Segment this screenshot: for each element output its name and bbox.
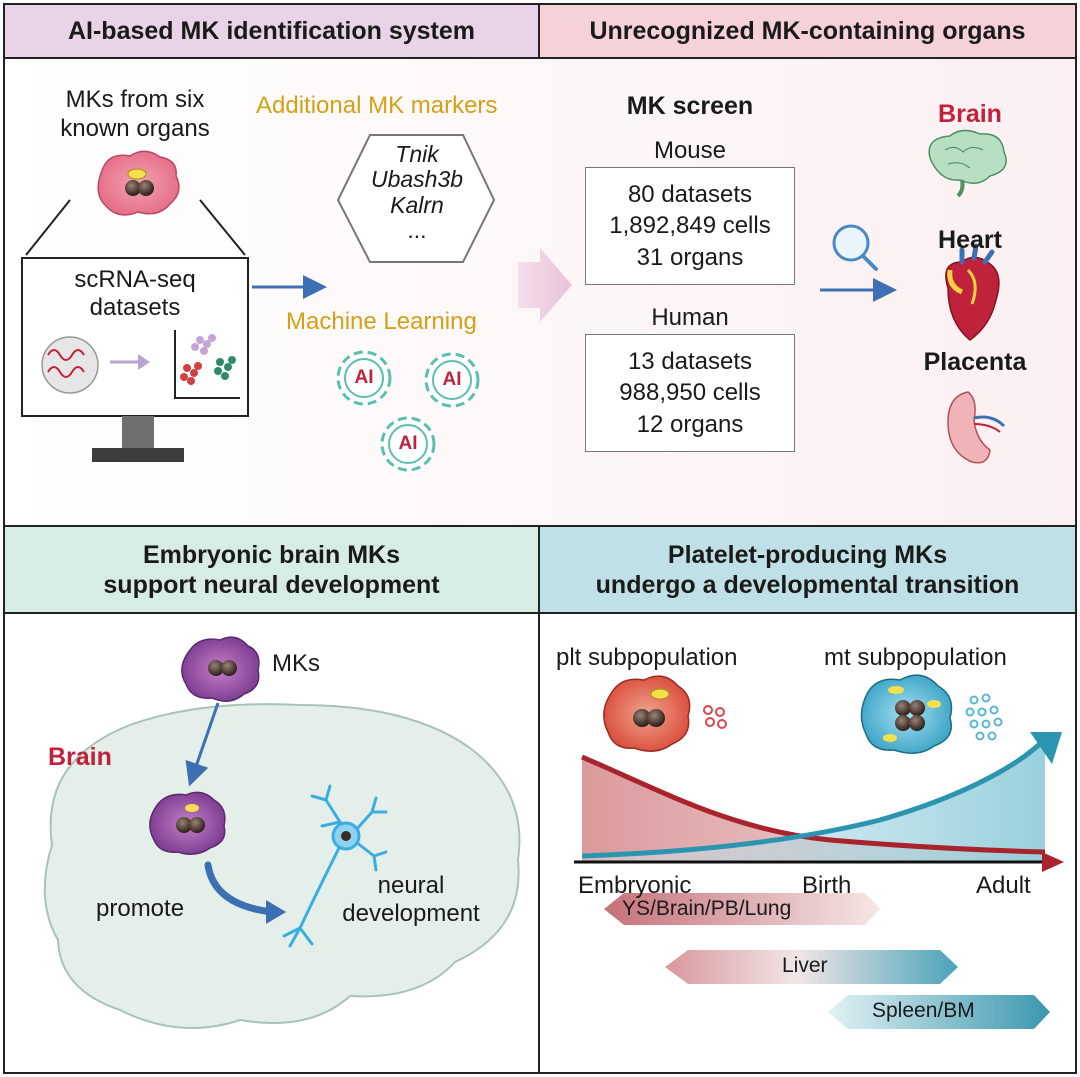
funnel-line-right <box>199 199 246 256</box>
marker-ubash3b: Ubash3b <box>370 166 464 193</box>
header-platelet-transition-line1: Platelet-producing MKs <box>667 540 948 569</box>
header-platelet-transition: Platelet-producing MKs undergo a develop… <box>538 525 1077 614</box>
marker-kalrn: Kalrn <box>390 191 444 218</box>
gear-label-2: AI <box>442 369 462 390</box>
organ-heart-label: Heart <box>938 226 1002 254</box>
funnel-line-left <box>25 199 71 256</box>
range-arrow-spleen-bm <box>828 995 1050 1029</box>
ai-gear-icon-3 <box>380 416 436 472</box>
mt-mk-cell <box>860 674 953 754</box>
header-embryonic-brain: Embryonic brain MKs support neural devel… <box>3 525 540 614</box>
range-arrow-ys-brain <box>604 893 880 925</box>
header-unrecognized-organs: Unrecognized MK-containing organs <box>538 3 1077 59</box>
organ-placenta-label: Placenta <box>923 348 1027 376</box>
monitor-line1: scRNA-seq <box>74 266 196 293</box>
range-label-liver: Liver <box>782 954 828 977</box>
platelet-dots-teal <box>965 693 1003 741</box>
range-arrow-liver <box>665 950 958 984</box>
arrow-mk-to-brain <box>185 702 220 787</box>
magnifier-icon <box>832 224 878 271</box>
ml-title: Machine Learning <box>286 308 477 335</box>
neural-development-label: neural development <box>336 872 486 927</box>
human-cells: 988,950 cells <box>619 379 761 407</box>
monitor-line2: datasets <box>89 293 181 321</box>
neuron-icon <box>282 784 388 948</box>
placenta-organ-icon <box>947 391 1006 464</box>
known-organs-line2: known organs <box>60 114 210 142</box>
mt-curve-line <box>581 740 1044 859</box>
mt-curve-area <box>582 740 1045 862</box>
gear-label-3: AI <box>398 433 418 454</box>
x-label-embryonic: Embryonic <box>578 872 692 899</box>
header-ai-system: AI-based MK identification system <box>3 3 540 59</box>
marker-hexagon <box>336 134 496 263</box>
header-platelet-transition-line2: undergo a developmental transition <box>595 570 1020 599</box>
human-label: Human <box>651 304 729 331</box>
marker-ellipsis: ... <box>407 216 427 243</box>
range-label-spleen-bm: Spleen/BM <box>872 999 975 1022</box>
known-organ-mk-cell <box>97 150 180 216</box>
plt-curve-area <box>582 757 1045 862</box>
known-organs-label: MKs from six known organs <box>50 86 220 144</box>
monitor-label: scRNA-seq datasets <box>40 266 230 321</box>
mk-cell-purple-top <box>181 636 260 702</box>
brain-label: Brain <box>48 743 112 771</box>
mouse-label: Mouse <box>653 137 727 164</box>
promote-label: promote <box>96 895 185 922</box>
promote-arrow <box>204 861 276 916</box>
promote-arrowhead <box>266 900 286 924</box>
heart-organ-icon <box>945 243 1000 341</box>
marker-list: Tnik Ubash3b Kalrn ... <box>340 141 494 243</box>
header-ai-system-text: AI-based MK identification system <box>67 17 476 45</box>
range-label-ys-brain: YS/Brain/PB/Lung <box>622 897 792 920</box>
mks-label: MKs <box>272 650 320 677</box>
time-axis-arrowhead <box>1042 852 1064 872</box>
plt-mk-cell <box>603 675 691 752</box>
mt-curve-arrowhead <box>1030 732 1062 764</box>
mouse-datasets: 80 datasets <box>627 181 753 209</box>
mouse-organs: 31 organs <box>636 243 744 271</box>
x-label-adult: Adult <box>976 872 1031 899</box>
plt-curve-line <box>581 754 1046 855</box>
mt-subpopulation-label: mt subpopulation <box>824 644 1007 671</box>
x-label-birth: Birth <box>802 872 852 899</box>
brain-outline <box>43 703 521 1029</box>
organ-brain-label: Brain <box>938 100 1002 128</box>
markers-title: Additional MK markers <box>256 92 498 119</box>
mk-cell-purple-brain <box>149 791 226 855</box>
marker-tnik: Tnik <box>395 141 439 167</box>
header-embryonic-brain-line2: support neural development <box>103 570 440 599</box>
ai-gear-icon-2 <box>424 352 480 408</box>
plt-subpopulation-label: plt subpopulation <box>556 644 738 671</box>
human-organs: 12 organs <box>636 410 744 438</box>
human-datasets: 13 datasets <box>627 348 753 376</box>
platelet-dots-red <box>703 705 727 729</box>
computer-monitor-icon <box>21 257 249 462</box>
header-unrecognized-organs-text: Unrecognized MK-containing organs <box>589 17 1026 45</box>
mouse-stats-box: 80 datasets 1,892,849 cells 31 organs <box>585 167 795 285</box>
mouse-cells: 1,892,849 cells <box>609 212 771 240</box>
neural-line2: development <box>342 899 480 927</box>
header-embryonic-brain-line1: Embryonic brain MKs <box>143 540 400 569</box>
gear-label-1: AI <box>354 367 374 388</box>
human-stats-box: 13 datasets 988,950 cells 12 organs <box>585 334 795 452</box>
known-organs-line1: MKs from six <box>65 86 205 113</box>
mk-screen-title: MK screen <box>626 92 754 120</box>
neural-line1: neural <box>377 872 445 899</box>
ai-gear-icon-1 <box>336 350 392 406</box>
transition-arrow <box>518 248 572 322</box>
brain-organ-icon <box>928 129 1007 198</box>
